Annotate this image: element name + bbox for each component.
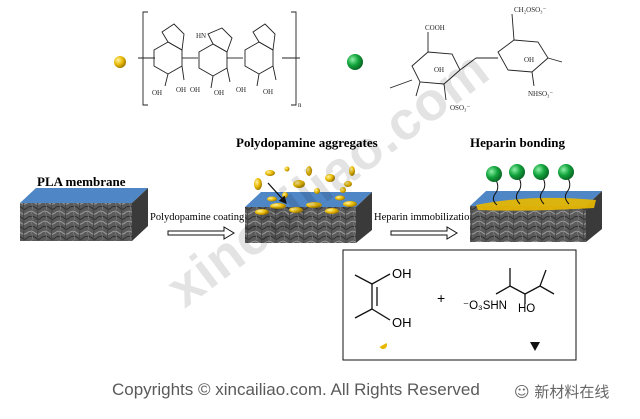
heparin-oh-label-2: OH	[524, 56, 534, 64]
reaction-inset	[342, 249, 577, 361]
heparin-chains	[492, 177, 571, 206]
heparin-bonded-membrane	[470, 191, 602, 242]
inset-plus: +	[437, 290, 445, 306]
footer: Copyrights © xincailiao.com. All Rights …	[0, 376, 640, 406]
oh-label-5: OH	[236, 86, 246, 94]
oh-label-3: OH	[190, 86, 200, 94]
polydopamine-labels: HN OH OH OH OH OH OH n	[152, 32, 302, 109]
polydopamine-structure	[138, 11, 300, 106]
step-arrow-immobilization	[390, 226, 458, 240]
oh-label-2: OH	[176, 86, 186, 94]
polydopamine-legend-dot	[114, 56, 126, 68]
inset-catechol-marker	[379, 343, 387, 349]
oso3-label: OSO₃⁻	[450, 104, 470, 112]
inset-ho-label: HO	[518, 303, 535, 315]
nh-label: HN	[196, 32, 206, 40]
wechat-icon: ☺	[514, 383, 535, 401]
step-arrow-coating	[167, 226, 235, 240]
inset-oh-top: OH	[392, 266, 412, 281]
heparin-labels: COOH CH₂OSO₃⁻ OH OH OSO₃⁻ NHSO₃⁻	[425, 6, 553, 112]
step-immobilization-label: Heparin immobilization	[374, 212, 475, 223]
pla-membrane-label: PLA membrane	[37, 174, 126, 189]
oh-label-4: OH	[214, 89, 224, 97]
catechol-structure	[354, 273, 391, 321]
heparin-bonding-label: Heparin bonding	[470, 135, 566, 150]
heparin-structure	[389, 13, 563, 101]
deposition-arrow	[267, 182, 287, 204]
heparin-legend-dot	[347, 54, 363, 70]
heparin-spheres	[486, 164, 574, 182]
inset-sulfamate-label: ⁻O₃SHN	[463, 300, 507, 312]
copyright-text: Copyrights © xincailiao.com. All Rights …	[112, 380, 480, 399]
cooh-label: COOH	[425, 24, 445, 32]
ch2oso3-label: CH₂OSO₃⁻	[514, 6, 547, 14]
repeat-subscript: n	[298, 101, 302, 109]
inset-heparin-marker	[530, 342, 540, 351]
nhso3-label: NHSO₃⁻	[528, 90, 553, 98]
oh-label-1: OH	[152, 89, 162, 97]
oh-label-6: OH	[263, 88, 273, 96]
surface-aggregates	[255, 195, 357, 215]
polydopamine-aggregates-label: Polydopamine aggregates	[236, 135, 378, 150]
heparin-oh-label-1: OH	[434, 66, 444, 74]
wechat-source: ☺ 新材料在线	[514, 381, 609, 402]
pla-membrane-block	[20, 188, 148, 241]
inset-oh-bottom: OH	[392, 315, 412, 330]
step-coating-label: Polydopamine coating	[150, 212, 245, 223]
sulfamate-structure	[495, 268, 555, 304]
wechat-label: 新材料在线	[534, 383, 610, 401]
